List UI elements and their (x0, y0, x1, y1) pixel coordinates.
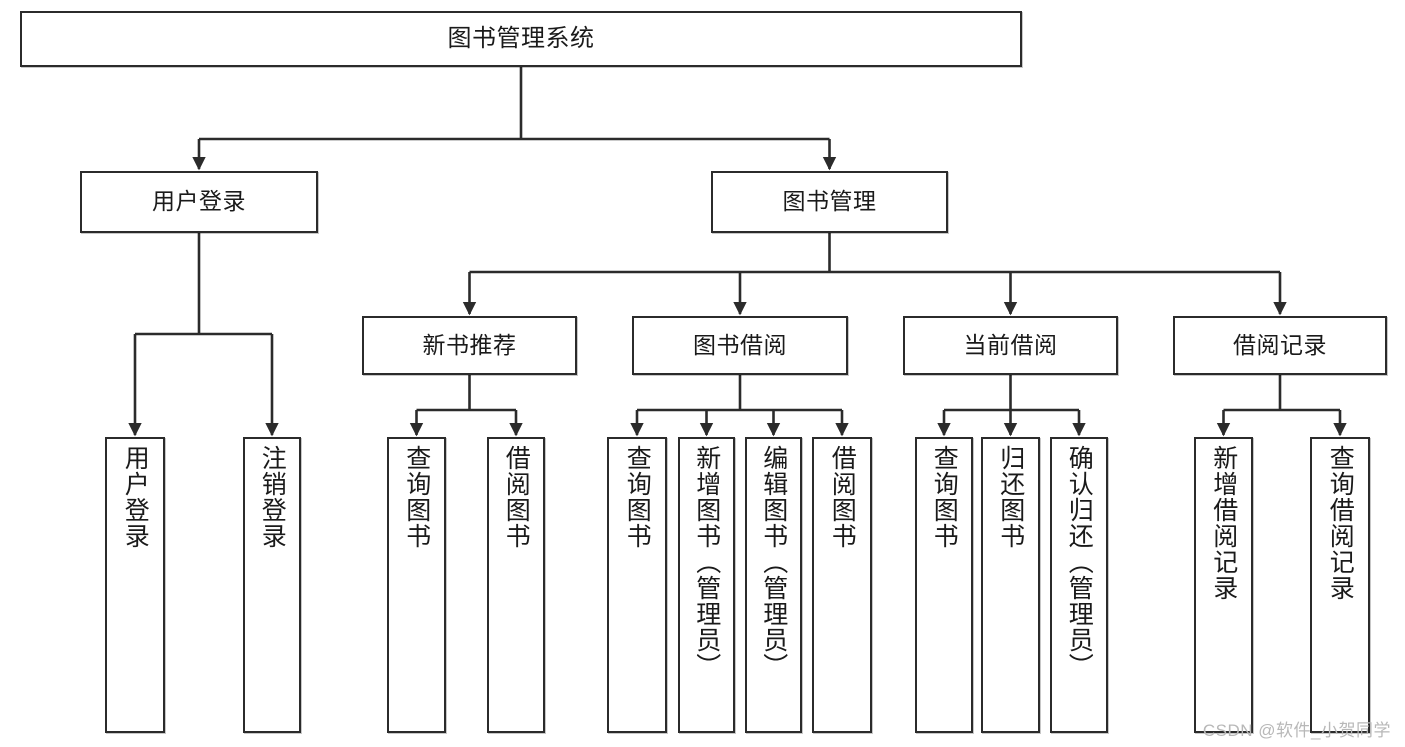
node-leaf_1[interactable]: 注销登录 (243, 437, 301, 733)
node-l1_1[interactable]: 图书管理 (711, 171, 948, 233)
node-label: 用户登录 (121, 445, 150, 549)
node-label: 用户登录 (152, 188, 246, 215)
node-leaf_9[interactable]: 归还图书 (981, 437, 1040, 733)
node-leaf_8[interactable]: 查询图书 (915, 437, 973, 733)
node-leaf_3[interactable]: 借阅图书 (487, 437, 545, 733)
node-label: 图书管理 (782, 188, 877, 215)
node-leaf_2[interactable]: 查询图书 (387, 437, 446, 733)
node-label: 确认归还（管理员） (1065, 445, 1094, 679)
node-leaf_6[interactable]: 编辑图书（管理员） (745, 437, 802, 733)
node-label: 查询图书 (402, 445, 431, 549)
node-l1_0[interactable]: 用户登录 (80, 171, 318, 233)
node-label: 借阅图书 (502, 445, 531, 549)
node-label: 注销登录 (258, 445, 287, 549)
node-root[interactable]: 图书管理系统 (20, 11, 1022, 67)
node-leaf_11[interactable]: 新增借阅记录 (1194, 437, 1253, 733)
node-label: 图书管理系统 (447, 24, 595, 52)
node-label: 图书借阅 (693, 331, 787, 358)
node-label: 编辑图书（管理员） (759, 445, 788, 679)
node-leaf_10[interactable]: 确认归还（管理员） (1050, 437, 1108, 733)
node-label: 归还图书 (996, 445, 1025, 549)
node-label: 当前借阅 (963, 331, 1058, 358)
node-leaf_4[interactable]: 查询图书 (607, 437, 667, 733)
node-l2_3[interactable]: 借阅记录 (1173, 316, 1387, 375)
node-leaf_12[interactable]: 查询借阅记录 (1310, 437, 1370, 733)
node-label: 新增图书（管理员） (692, 445, 721, 679)
node-label: 新增借阅记录 (1209, 445, 1238, 601)
node-leaf_7[interactable]: 借阅图书 (812, 437, 872, 733)
node-label: 查询图书 (930, 445, 959, 549)
node-l2_2[interactable]: 当前借阅 (903, 316, 1118, 375)
node-label: 新书推荐 (422, 331, 517, 358)
node-l2_1[interactable]: 图书借阅 (632, 316, 848, 375)
node-label: 借阅图书 (828, 445, 857, 549)
node-leaf_0[interactable]: 用户登录 (105, 437, 165, 733)
node-leaf_5[interactable]: 新增图书（管理员） (678, 437, 735, 733)
node-l2_0[interactable]: 新书推荐 (362, 316, 577, 375)
node-label: 借阅记录 (1233, 331, 1327, 358)
node-label: 查询图书 (623, 445, 652, 549)
node-label: 查询借阅记录 (1326, 445, 1355, 601)
